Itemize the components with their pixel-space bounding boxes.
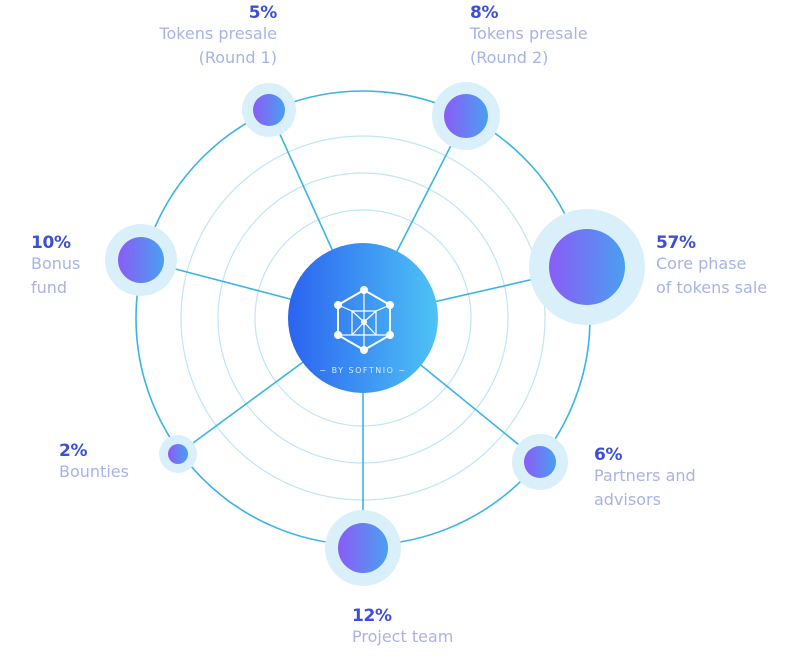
- label-presale-r1: 5% Tokens presale (Round 1): [159, 5, 277, 70]
- node-project-team[interactable]: [325, 510, 401, 586]
- label-line2-partners: advisors: [594, 490, 661, 509]
- label-line2-presale-r1: (Round 1): [198, 48, 277, 67]
- node-bonus-fund[interactable]: [105, 224, 177, 296]
- node-dot: [338, 523, 388, 573]
- percent-bonus-fund: 10%: [31, 233, 71, 253]
- label-line1-bonus-fund: Bonus: [31, 254, 81, 273]
- percent-bounties: 2%: [59, 441, 88, 461]
- percent-presale-r2: 8%: [470, 3, 499, 23]
- label-project-team: 12% Project team: [352, 608, 453, 649]
- node-core-phase[interactable]: [529, 209, 645, 325]
- label-line1-bounties: Bounties: [59, 462, 129, 481]
- label-line1-project-team: Project team: [352, 627, 454, 646]
- hub: ~ BY SOFTNIO ~: [288, 243, 438, 393]
- node-dot: [444, 94, 488, 138]
- hub-caption: ~ BY SOFTNIO ~: [319, 366, 406, 375]
- label-bounties: 2% Bounties: [59, 443, 129, 484]
- node-dot: [524, 446, 556, 478]
- node-dot: [549, 229, 625, 305]
- label-line1-presale-r2: Tokens presale: [470, 24, 588, 43]
- node-bounties[interactable]: [159, 435, 197, 473]
- percent-presale-r1: 5%: [248, 3, 278, 23]
- label-core-phase: 57% Core phase of tokens sale: [656, 235, 767, 300]
- label-bonus-fund: 10% Bonus fund: [31, 235, 80, 300]
- label-line2-bonus-fund: fund: [31, 278, 68, 297]
- node-dot: [118, 237, 164, 283]
- node-presale-r2[interactable]: [432, 82, 500, 150]
- hub-icon-dots: [334, 286, 394, 354]
- nodes: [105, 82, 645, 586]
- label-line1-core-phase: Core phase: [656, 254, 747, 273]
- node-presale-r1[interactable]: [242, 83, 296, 137]
- label-presale-r2: 8% Tokens presale (Round 2): [470, 5, 588, 70]
- label-line2-core-phase: of tokens sale: [656, 278, 768, 297]
- label-line1-presale-r1: Tokens presale: [159, 24, 277, 43]
- node-partners[interactable]: [512, 434, 568, 490]
- label-line2-presale-r2: (Round 2): [470, 48, 549, 67]
- label-partners: 6% Partners and advisors: [594, 447, 696, 512]
- percent-partners: 6%: [594, 445, 623, 465]
- percent-project-team: 12%: [352, 606, 392, 626]
- node-dot: [253, 94, 285, 126]
- node-dot: [168, 444, 188, 464]
- label-line1-partners: Partners and: [594, 466, 696, 485]
- percent-core-phase: 57%: [656, 233, 696, 253]
- hub-circle: [288, 243, 438, 393]
